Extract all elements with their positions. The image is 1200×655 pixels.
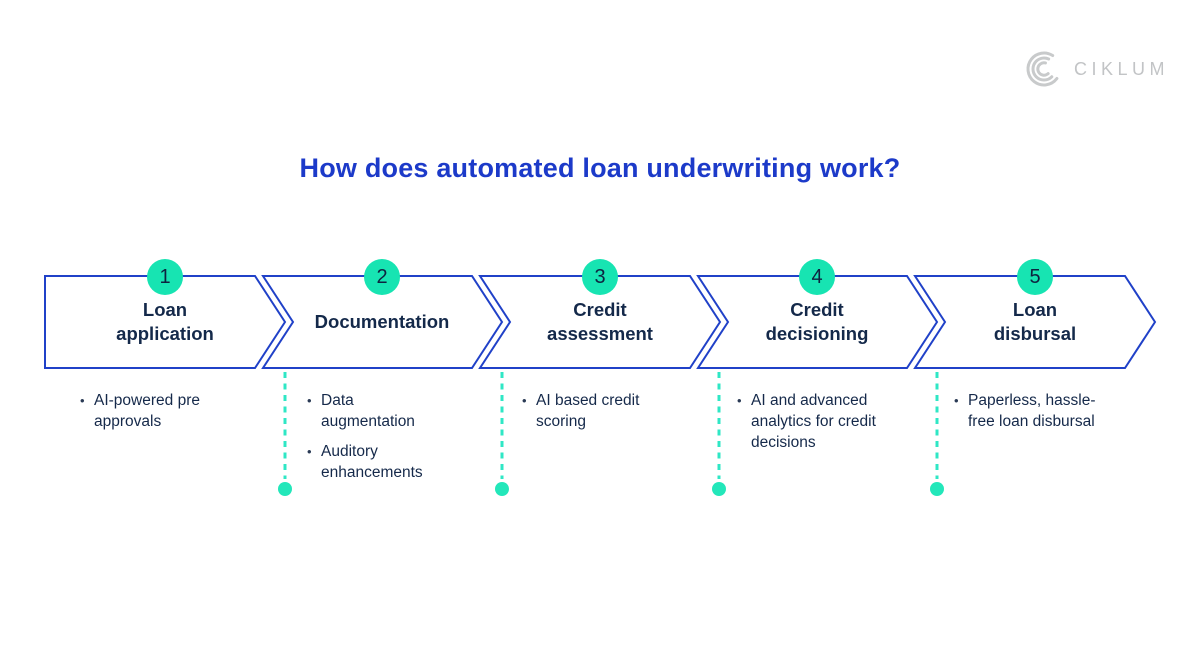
step-label-line: assessment [547, 323, 653, 344]
chevron-step-shape-2 [261, 275, 504, 369]
connector-dot [495, 482, 509, 496]
step-number-badge: 3 [582, 259, 618, 295]
chevron-step-shape-3 [478, 275, 722, 369]
step-bullets: Data augmentation Auditory enhancements [306, 390, 436, 492]
step-number-badge: 2 [364, 259, 400, 295]
ciklum-logo-text: CIKLUM [1074, 58, 1170, 79]
connector-dot [278, 482, 292, 496]
bullet-item: Paperless, hassle-free loan disbursal [953, 390, 1115, 432]
connector-dot [712, 482, 726, 496]
step-label-line: Credit [790, 299, 844, 320]
chevron-step-shape-4 [696, 275, 939, 369]
step-label-line: disbursal [993, 323, 1077, 344]
step-label-line: decisioning [765, 323, 869, 344]
bullet-item: AI and advanced analytics for credit dec… [736, 390, 894, 453]
step-label: Credit assessment [505, 276, 695, 368]
step-label-line: Documentation [314, 311, 450, 332]
step-bullets: AI-powered pre approvals [79, 390, 247, 441]
step-bullets: AI and advanced analytics for credit dec… [736, 390, 894, 462]
bullet-item: AI-powered pre approvals [79, 390, 247, 432]
connector-dot [930, 482, 944, 496]
step-label: Loan application [70, 276, 260, 368]
ciklum-logo: CIKLUM [1022, 47, 1169, 91]
chevron-step-shape-1 [44, 275, 287, 369]
step-label-line: Credit [573, 299, 627, 320]
step-label: Credit decisioning [722, 276, 912, 368]
step-bullets: Paperless, hassle-free loan disbursal [953, 390, 1115, 441]
bullet-item: AI based credit scoring [521, 390, 659, 432]
page-title: How does automated loan underwriting wor… [299, 153, 901, 183]
step-label-line: Loan [142, 299, 188, 320]
chevron-step-shape-5 [913, 275, 1157, 369]
step-bullets: AI based credit scoring [521, 390, 659, 441]
step-number-badge: 1 [147, 259, 183, 295]
step-label: Loan disbursal [940, 276, 1130, 368]
step-label: Documentation [287, 276, 477, 368]
bullet-item: Data augmentation [306, 390, 436, 432]
step-label-line: application [116, 323, 214, 344]
step-number-badge: 4 [799, 259, 835, 295]
bullet-item: Auditory enhancements [306, 441, 436, 483]
ciklum-logo-icon [1026, 51, 1062, 87]
step-number-badge: 5 [1017, 259, 1053, 295]
step-label-line: Loan [1012, 299, 1058, 320]
